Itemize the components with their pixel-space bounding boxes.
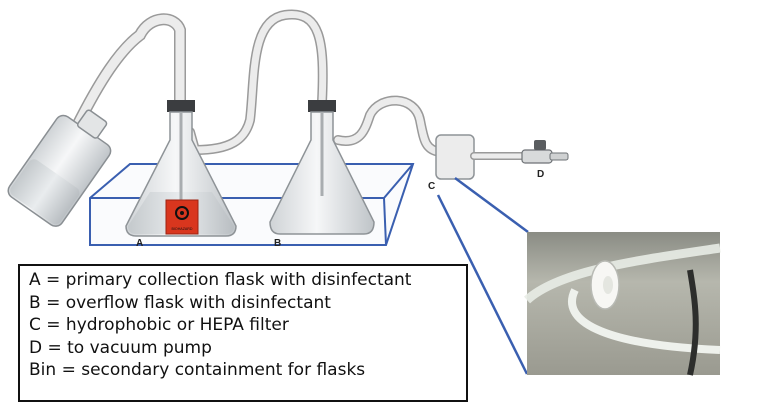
- legend-box: A = primary collection flask with disinf…: [18, 264, 468, 402]
- legend-item-bin: Bin = secondary containment for flasks: [29, 360, 366, 380]
- biohazard-label: BIOHAZARD: [165, 199, 199, 235]
- flask-a: BIOHAZARD: [125, 100, 237, 237]
- flask-b: [269, 100, 375, 235]
- biohazard-text: BIOHAZARD: [172, 227, 193, 231]
- legend-item-c: C = hydrophobic or HEPA filter: [29, 315, 289, 335]
- legend-item-d: D = to vacuum pump: [29, 337, 212, 358]
- filter-c: [435, 134, 530, 180]
- label-b: B: [274, 238, 281, 249]
- zoom-callout: [436, 176, 529, 375]
- tubing: [70, 9, 445, 157]
- legend-item-a: A = primary collection flask with disinf…: [29, 270, 412, 290]
- filter-photo: [523, 232, 721, 376]
- legend-item-b: B = overflow flask with disinfectant: [29, 292, 331, 313]
- waste-bottle: [7, 109, 112, 227]
- label-c: C: [428, 181, 435, 192]
- vacuum-valve-d: [521, 140, 569, 164]
- label-a: A: [136, 238, 143, 249]
- label-d: D: [537, 169, 544, 180]
